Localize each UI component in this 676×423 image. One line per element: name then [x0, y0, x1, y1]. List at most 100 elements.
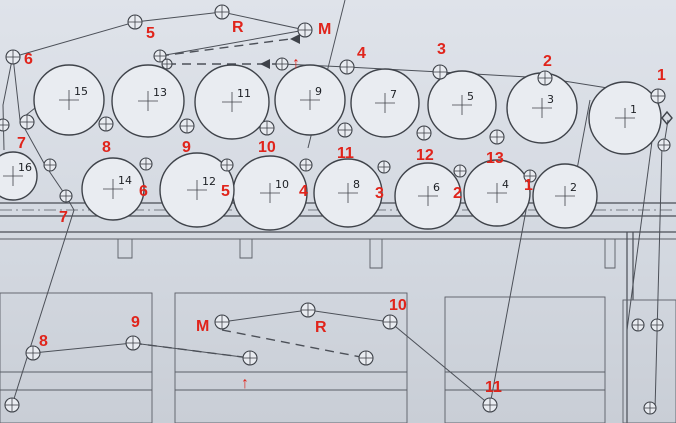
cylinder-number: 12: [202, 175, 216, 188]
circle-cross-icon: [489, 129, 505, 145]
nip-label-1: 2: [453, 185, 462, 202]
guide-label-2: 3: [437, 41, 446, 58]
cylinder-number: 5: [467, 90, 474, 103]
lower-label-4: ↑: [241, 375, 249, 392]
circle-cross-icon: [179, 118, 195, 134]
arrow-left-icon: [260, 59, 270, 69]
circle-cross-icon: [337, 122, 353, 138]
circle-cross-icon: [59, 189, 73, 203]
circle-cross-icon: [259, 120, 275, 136]
lower-label-0: 8: [39, 333, 48, 350]
circle-cross-icon: [631, 318, 645, 332]
nip-label-7-left: 7: [17, 135, 26, 152]
guide-label-8: ↑: [292, 55, 300, 72]
cylinder-6: 6: [394, 162, 462, 230]
cylinder-2: 2: [532, 163, 598, 229]
circle-cross-icon: [275, 57, 289, 71]
cylinder-number: 6: [433, 181, 440, 194]
circle-cross-icon: [43, 158, 57, 172]
cylinder-number: 14: [118, 174, 132, 187]
circle-cross-icon: [19, 114, 35, 130]
circle-cross-icon: [377, 160, 391, 174]
nip-label-8: 9: [182, 139, 191, 156]
circle-cross-icon: [650, 88, 666, 104]
circle-cross-icon: [339, 59, 355, 75]
nip-label-3: 4: [299, 183, 308, 200]
circle-cross-icon: [125, 335, 141, 351]
machine-frame: [0, 202, 676, 423]
cylinder-number: 2: [570, 181, 577, 194]
circle-cross-icon: [25, 345, 41, 361]
circle-cross-icon: [214, 314, 230, 330]
cylinder-11: 11: [194, 64, 270, 140]
guide-label-6: M: [318, 21, 331, 38]
guide-label-5: 6: [24, 51, 33, 68]
nip-label-0: 1: [524, 177, 533, 194]
nip-label-5: 6: [139, 183, 148, 200]
guide-label-7: R: [232, 19, 244, 36]
circle-cross-icon: [98, 116, 114, 132]
lower-label-1: 9: [131, 314, 140, 331]
cylinder-1: 1: [588, 81, 662, 155]
circle-cross-icon: [0, 118, 10, 132]
cylinder-number: 1: [630, 103, 637, 116]
circle-cross-icon: [537, 70, 553, 86]
nip-label-10: 11: [337, 145, 354, 162]
cylinder-number: 16: [18, 161, 32, 174]
lower-label-3: R: [315, 319, 327, 336]
nip-label-6: 7: [59, 209, 68, 226]
cylinder-number: 3: [547, 93, 554, 106]
circle-cross-icon: [127, 14, 143, 30]
circle-cross-icon: [242, 350, 258, 366]
nip-label-7: 8: [102, 139, 111, 156]
diamond-icon: [661, 110, 673, 126]
cylinder-number: 10: [275, 178, 289, 191]
circle-cross-icon: [299, 158, 313, 172]
circle-cross-icon: [300, 302, 316, 318]
nip-label-12: 13: [486, 150, 504, 167]
cylinder-14: 14: [81, 157, 145, 221]
cylinder-number: 7: [390, 88, 397, 101]
guide-label-1: 2: [543, 53, 552, 70]
lower-label-2: M: [196, 318, 209, 335]
markers: [260, 34, 673, 126]
circle-cross-icon: [643, 401, 657, 415]
cylinder-12: 12: [159, 152, 235, 228]
cylinder-5: 5: [427, 70, 497, 140]
cylinder-16: 16: [0, 151, 38, 201]
circle-cross-icon: [453, 164, 467, 178]
circle-cross-icon: [139, 157, 153, 171]
cylinder-number: 4: [502, 178, 509, 191]
circle-cross-icon: [650, 318, 664, 332]
cylinder-15: 15: [33, 64, 105, 136]
cylinder-number: 15: [74, 85, 88, 98]
cylinder-10: 10: [232, 155, 308, 231]
cylinder-13: 13: [111, 64, 185, 138]
cylinder-number: 8: [353, 178, 360, 191]
circle-cross-icon: [161, 58, 173, 70]
circle-cross-icon: [482, 397, 498, 413]
guide-label-3: 4: [357, 45, 366, 62]
circle-cross-icon: [153, 49, 167, 63]
circle-cross-icon: [297, 22, 313, 38]
guide-rollers: [0, 4, 671, 415]
circle-cross-icon: [5, 49, 21, 65]
cylinder-7: 7: [350, 68, 420, 138]
cylinder-9: 9: [274, 64, 346, 136]
cylinder-4: 4: [463, 159, 531, 227]
circle-cross-icon: [214, 4, 230, 20]
circle-cross-icon: [220, 158, 234, 172]
circle-cross-icon: [4, 397, 20, 413]
nip-label-2: 3: [375, 185, 384, 202]
guide-label-0: 1: [657, 67, 666, 84]
guide-label-4: 5: [146, 25, 155, 42]
cylinder-number: 13: [153, 86, 167, 99]
lower-label-6: 11: [485, 379, 502, 396]
circle-cross-icon: [523, 169, 537, 183]
nip-label-4: 5: [221, 183, 230, 200]
cylinder-number: 9: [315, 85, 322, 98]
lower-label-5: 10: [389, 297, 407, 314]
